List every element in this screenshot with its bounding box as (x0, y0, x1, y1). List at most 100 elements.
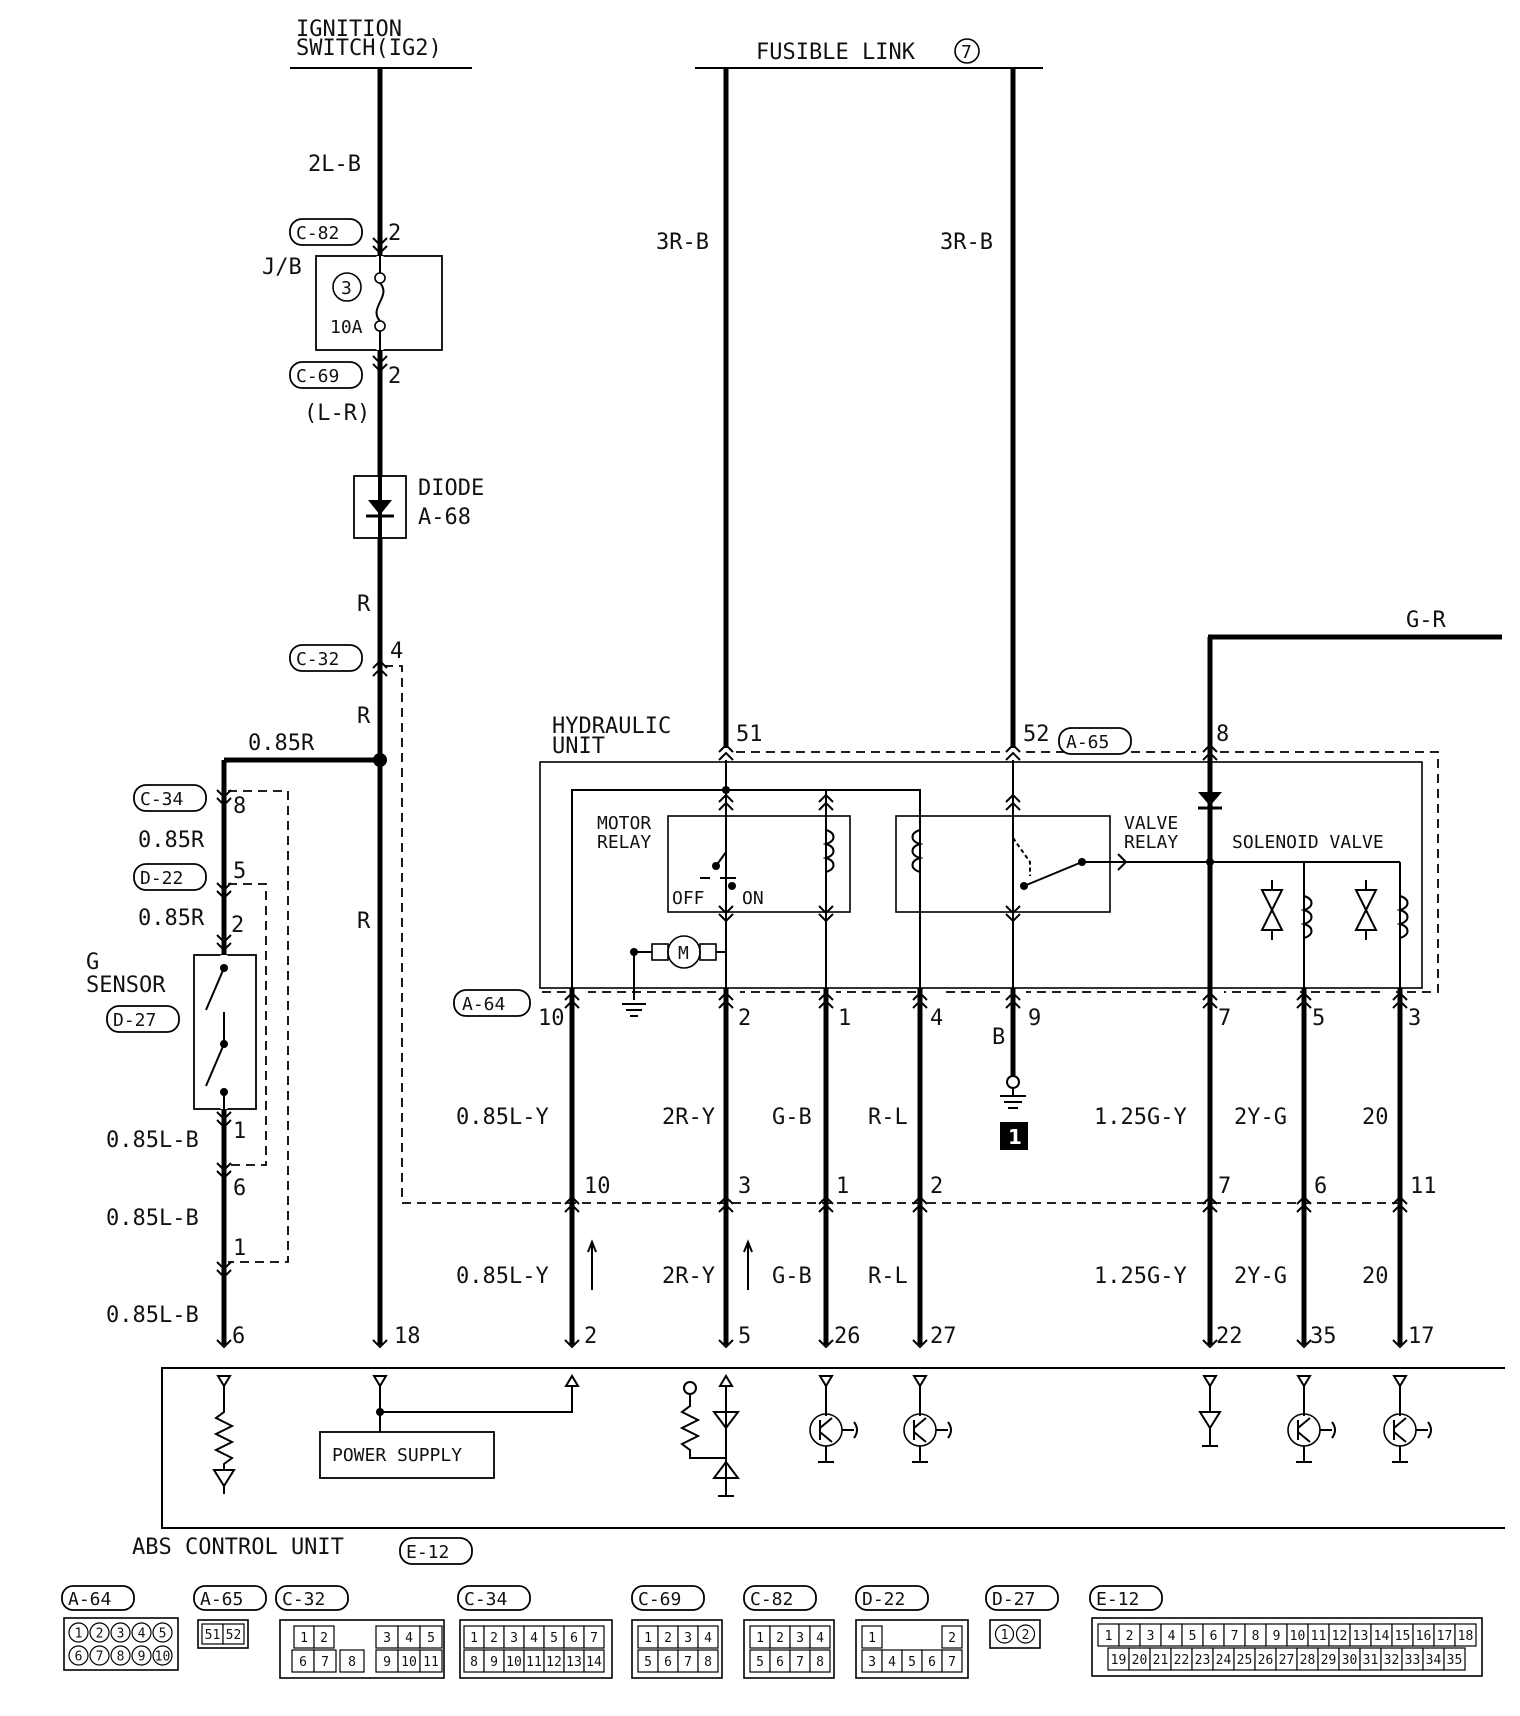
svg-text:D-27: D-27 (992, 1589, 1035, 1610)
legend-pin (152, 1622, 173, 1643)
legend-pin-label: 8 (816, 1655, 824, 1670)
legend-pin-label: 20 (1132, 1653, 1148, 1668)
legend-pin (131, 1622, 152, 1643)
legend-pin-label: 3 (684, 1631, 692, 1646)
wire-3rb-right: 3R-B (940, 230, 993, 255)
legend-pin-label: 4 (138, 1627, 146, 1642)
svg-text:D-27: D-27 (113, 1010, 156, 1031)
ecu-pin-power: 18 (394, 1324, 421, 1349)
diode-a68: DIODE A-68 (353, 475, 484, 539)
motor-relay-label-2: RELAY (597, 832, 651, 853)
legend-pin-label: 7 (796, 1655, 804, 1670)
legend-pin (994, 1624, 1015, 1644)
hydraulic-unit: HYDRAULIC UNIT 51 52 A-65 8 MOTOR RELAY … (539, 714, 1439, 1017)
g-sensor-label-1: G (86, 950, 99, 975)
legend-pin-label: 12 (546, 1655, 562, 1670)
wire-085r-a: 0.85R (138, 828, 205, 853)
svg-text:7: 7 (1218, 1006, 1231, 1031)
connector-d22-upper: D-22 5 (133, 859, 246, 900)
d27-top-pin: 2 (231, 913, 244, 938)
svg-text:10: 10 (538, 1006, 565, 1031)
valve-relay-label-2: RELAY (1124, 832, 1178, 853)
legend-pin-label: 7 (590, 1631, 598, 1646)
a65-pin-8: 8 (1216, 722, 1229, 747)
connector-c69: C-69 2 (289, 355, 401, 389)
wire-085lb-c: 0.85L-B (106, 1303, 199, 1328)
svg-text:7: 7 (1218, 1174, 1231, 1199)
wire-085lb-a: 0.85L-B (106, 1128, 199, 1153)
legend-pin-label: 2 (96, 1627, 104, 1642)
legend-pin (68, 1622, 89, 1643)
svg-text:C-32: C-32 (282, 1589, 325, 1610)
svg-text:2: 2 (738, 1006, 751, 1031)
fuse-number: 3 (341, 278, 352, 299)
c32-pin: 4 (390, 639, 403, 664)
svg-text:1.25G-Y: 1.25G-Y (1094, 1105, 1187, 1130)
legend-pin (68, 1645, 89, 1666)
legend-pin-label: 34 (1426, 1653, 1442, 1668)
svg-text:27: 27 (930, 1324, 957, 1349)
legend-pin-label: 11 (423, 1655, 439, 1670)
legend-pin-label: 4 (1168, 1629, 1176, 1644)
legend-pin-label: 2 (1022, 1628, 1030, 1643)
c34-top-pin: 8 (233, 794, 246, 819)
legend-c34 (459, 1619, 613, 1679)
legend-pin-label: 2 (1126, 1629, 1134, 1644)
abs-control-unit-label: ABS CONTROL UNIT (132, 1535, 344, 1560)
fusible-link-number: 7 (961, 42, 972, 63)
svg-text:26: 26 (834, 1324, 861, 1349)
legend-d27 (989, 1619, 1041, 1649)
d22-bot-pin: 6 (233, 1176, 246, 1201)
legend-pin-label: 4 (405, 1631, 413, 1646)
legend-pin-label: 6 (1210, 1629, 1218, 1644)
legend-pin-label: 24 (1216, 1653, 1232, 1668)
connector-c32: C-32 4 (289, 639, 403, 677)
legend-pin (110, 1645, 131, 1666)
svg-text:C-69: C-69 (296, 366, 339, 387)
a65-pin-52: 52 (1023, 722, 1050, 747)
legend-pin-label: 3 (117, 1627, 125, 1642)
legend-pin-label: 28 (1300, 1653, 1316, 1668)
legend-pin (152, 1645, 173, 1666)
legend-pin-label: 5 (908, 1655, 916, 1670)
legend-pin-label: 17 (1437, 1629, 1453, 1644)
connector-legend: A-64 A-65 C-32 C-34 C-69 C-82 D-22 D-27 … (61, 1585, 1483, 1679)
legend-pin-label: 35 (1447, 1653, 1463, 1668)
fusible-link-label: FUSIBLE LINK (756, 40, 916, 65)
legend-pin-label: 7 (684, 1655, 692, 1670)
g-sensor-d27: 2 G SENSOR D-27 1 (86, 913, 257, 1144)
legend-pin-label: 3 (1147, 1629, 1155, 1644)
svg-text:C-82: C-82 (750, 1589, 793, 1610)
svg-text:2: 2 (930, 1174, 943, 1199)
svg-text:C-82: C-82 (296, 223, 339, 244)
svg-text:5: 5 (1312, 1006, 1325, 1031)
on-label: ON (742, 888, 764, 909)
legend-a64 (63, 1617, 179, 1671)
legend-pin-label: 2 (320, 1631, 328, 1646)
legend-pin-label: 3 (796, 1631, 804, 1646)
legend-pin-label: 33 (1405, 1653, 1421, 1668)
ecu-pin-gsensor: 6 (232, 1324, 245, 1349)
legend-pin-label: 8 (470, 1655, 478, 1670)
legend-pin-label: 5 (1189, 1629, 1197, 1644)
legend-pin-label: 7 (321, 1655, 329, 1670)
legend-pin (131, 1645, 152, 1666)
legend-pin (339, 1649, 365, 1673)
svg-text:1.25G-Y: 1.25G-Y (1094, 1264, 1187, 1289)
legend-pin-label: 6 (776, 1655, 784, 1670)
wire-085r-top: 0.85R (248, 731, 315, 756)
legend-a65 (197, 1619, 249, 1649)
wire-r-1: R (357, 592, 371, 617)
svg-text:R-L: R-L (868, 1105, 908, 1130)
legend-pin-label: 8 (1252, 1629, 1260, 1644)
ecu-transistor-17 (1383, 1375, 1432, 1463)
svg-text:2Y-G: 2Y-G (1234, 1105, 1287, 1130)
legend-pin-label: 23 (1195, 1653, 1211, 1668)
d27-bot-pin: 1 (233, 1119, 246, 1144)
legend-pin-label: 5 (756, 1655, 764, 1670)
legend-pin-label: 7 (1231, 1629, 1239, 1644)
legend-pin-label: 14 (1374, 1629, 1390, 1644)
diode-label: DIODE (418, 476, 484, 501)
connector-a65: A-65 (1066, 732, 1109, 753)
